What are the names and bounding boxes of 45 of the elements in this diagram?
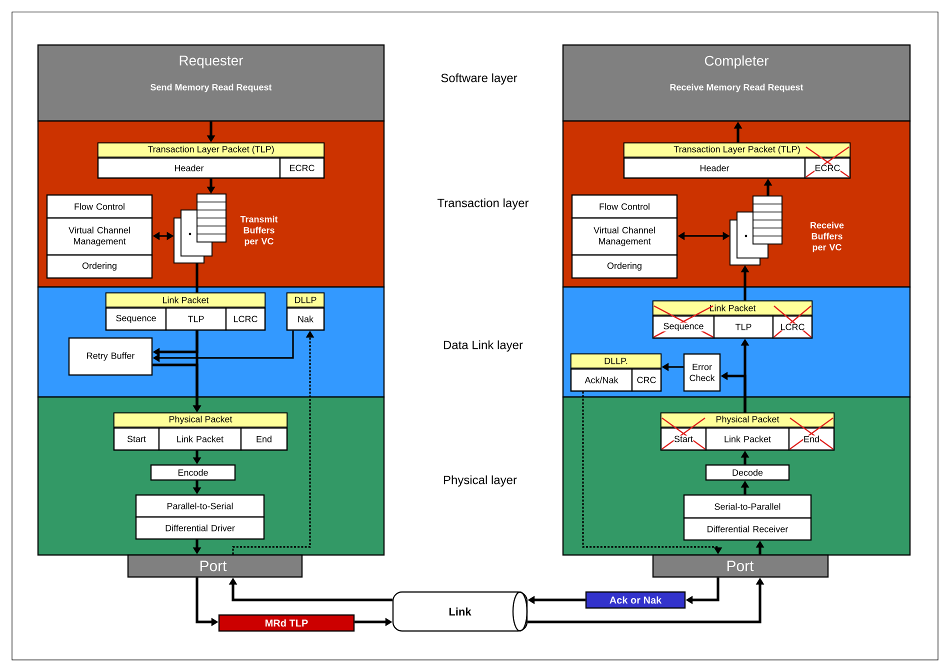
process-box: Encode	[150, 464, 236, 481]
connector-line	[196, 263, 198, 292]
field-cell: End	[788, 417, 835, 451]
process-box: Differential Driver	[135, 516, 265, 540]
field-cell: End	[240, 427, 288, 451]
port-box: Port	[127, 554, 303, 578]
field-cell: ECRC	[804, 146, 851, 179]
layer-label: Software layer	[441, 73, 518, 85]
process-box: Error Check	[683, 353, 721, 392]
field-cell: Sequence	[105, 307, 167, 331]
process-box: Parallel-to-Serial	[135, 494, 265, 518]
buffer-caption: Receive Buffers per VC	[810, 222, 844, 252]
link-cylinder: Link	[392, 591, 528, 632]
process-box: Ordering	[571, 254, 678, 279]
field-cell: CRC	[631, 368, 662, 392]
field-cell: Link Packet	[705, 427, 790, 451]
layer-label: Transaction layer	[437, 198, 529, 210]
buffer-stack-drawing	[730, 195, 782, 266]
field-cell: ECRC	[279, 157, 325, 179]
packet-tag: MRd TLP	[218, 614, 355, 632]
process-box: Retry Buffer	[68, 337, 153, 376]
layer-label: Physical layer	[444, 475, 517, 487]
field-cell: TLP	[165, 307, 227, 331]
port-box: Port	[652, 554, 829, 578]
field-cell: Start	[660, 417, 707, 451]
field-cell: LCRC	[772, 305, 813, 339]
field-cell: LCRC	[225, 307, 266, 331]
header-band: Completer Receive Memory Read Request	[562, 44, 911, 122]
field-cell: TLP	[713, 315, 774, 339]
process-box: Flow Control	[46, 194, 153, 219]
process-box: Decode	[705, 464, 790, 481]
field-cell: Start	[113, 427, 160, 451]
process-box: Virtual Channel Management	[46, 217, 153, 256]
process-box: Virtual Channel Management	[571, 217, 678, 256]
process-box: Flow Control	[571, 194, 678, 219]
process-box: Serial-to-Parallel	[683, 494, 812, 519]
process-box: Differential Receiver	[683, 517, 812, 541]
header-band: Requester Send Memory Read Request	[37, 44, 385, 122]
field-cell: Nak	[286, 307, 325, 331]
packet-tag: Ack or Nak	[585, 591, 686, 609]
field-cell: Link Packet	[158, 427, 242, 451]
buffer-stack-drawing	[174, 193, 226, 264]
process-box: Ordering	[46, 254, 153, 279]
buffer-caption: Transmit Buffers per VC	[240, 216, 278, 246]
layer-label: Data Link layer	[444, 340, 523, 352]
